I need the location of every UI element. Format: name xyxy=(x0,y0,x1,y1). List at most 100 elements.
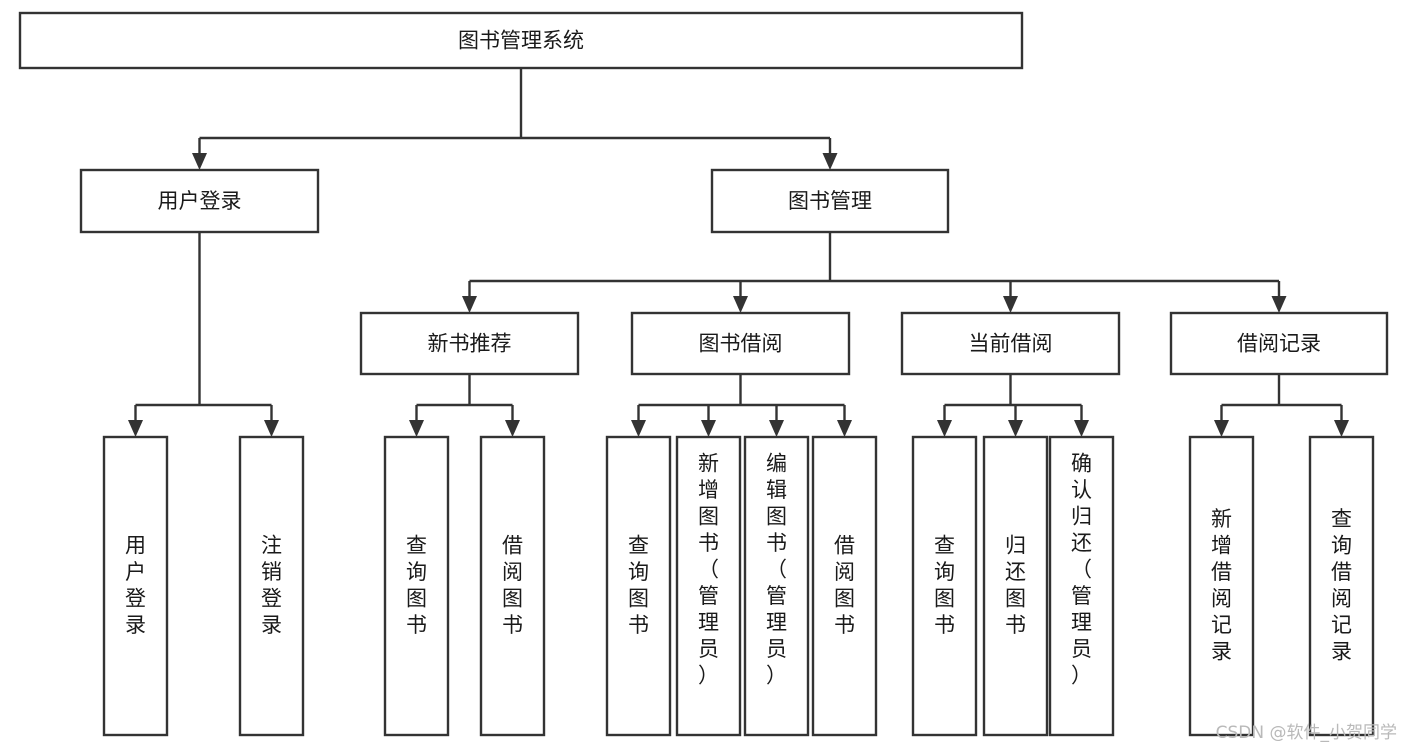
node-box-leaf-add-record xyxy=(1188,435,1255,737)
node-label-char: 认 xyxy=(1071,478,1092,502)
node-label-char: （ xyxy=(1071,557,1092,581)
node-label-current-borrow: 当前借阅 xyxy=(969,332,1053,356)
node-label-char: （ xyxy=(698,557,719,581)
node-box-leaf-query-book-new xyxy=(383,435,450,737)
node-box-user-login xyxy=(79,168,320,234)
node-label-char: 管 xyxy=(698,584,719,608)
node-book-borrow[interactable]: 图书借阅 xyxy=(630,311,851,376)
csdn-watermark: CSDN @软件_小贺同学 xyxy=(1215,723,1397,743)
arrow-head-icon xyxy=(505,420,520,437)
node-box-leaf-user-login xyxy=(102,435,169,737)
node-label-char: 查 xyxy=(934,533,955,557)
node-label-char: 查 xyxy=(628,533,649,557)
node-box-root xyxy=(18,11,1024,70)
node-label-char: 书 xyxy=(766,531,787,555)
node-borrow-record[interactable]: 借阅记录 xyxy=(1169,311,1389,376)
arrow-head-icon xyxy=(1008,420,1023,437)
node-label-char: 询 xyxy=(1331,533,1352,557)
node-label-char: 增 xyxy=(1211,533,1232,557)
node-box-leaf-query-book-current xyxy=(911,435,978,737)
node-layer: 图书管理系统用户登录图书管理新书推荐图书借阅当前借阅借阅记录用户登录注销登录查询… xyxy=(18,11,1389,737)
node-box-current-borrow xyxy=(900,311,1121,376)
node-box-leaf-user-logout xyxy=(238,435,305,737)
node-label-char: 图 xyxy=(502,586,523,610)
node-label-char: 增 xyxy=(698,478,719,502)
node-label-borrow-record: 借阅记录 xyxy=(1237,332,1321,356)
arrow-head-icon xyxy=(1074,420,1089,437)
node-box-book-manage xyxy=(710,168,950,234)
node-label-char: 登 xyxy=(261,586,282,610)
node-label-book-manage: 图书管理 xyxy=(788,189,872,213)
node-box-leaf-borrow-book-new xyxy=(479,435,546,737)
node-book-manage[interactable]: 图书管理 xyxy=(710,168,950,234)
node-label-char: 理 xyxy=(698,610,719,634)
node-label-char: 辑 xyxy=(766,478,787,502)
node-label-char: 询 xyxy=(628,560,649,584)
arrow-head-icon xyxy=(128,420,143,437)
node-box-leaf-edit-book xyxy=(743,435,810,737)
node-label-char: 借 xyxy=(834,533,855,557)
node-label-char: 阅 xyxy=(834,560,855,584)
arrow-head-icon xyxy=(822,153,838,170)
node-label-char: 询 xyxy=(934,560,955,584)
node-label-char: 员 xyxy=(698,637,719,661)
arrow-head-icon xyxy=(192,153,207,170)
node-label-char: 还 xyxy=(1005,560,1026,584)
node-box-new-book-rec xyxy=(359,311,580,376)
node-label-char: 借 xyxy=(1211,560,1232,584)
edge-layer xyxy=(128,68,1349,437)
node-box-leaf-query-book-borrow xyxy=(605,435,672,737)
arrow-head-icon xyxy=(701,420,716,437)
node-label-char: 记 xyxy=(1211,613,1232,637)
node-label-char: 阅 xyxy=(1211,586,1232,610)
node-label-char: 借 xyxy=(502,533,523,557)
edge-group-new-book-rec xyxy=(409,374,520,437)
node-label-char: 录 xyxy=(261,613,282,637)
arrow-head-icon xyxy=(1334,420,1349,437)
node-label-char: 查 xyxy=(406,533,427,557)
node-label-char: 登 xyxy=(125,586,146,610)
arrow-head-icon xyxy=(409,420,424,437)
node-label-char: 书 xyxy=(698,531,719,555)
node-label-char: 阅 xyxy=(502,560,523,584)
node-label-char: 图 xyxy=(766,504,787,528)
node-label-user-login: 用户登录 xyxy=(158,189,242,213)
node-box-leaf-query-record xyxy=(1308,435,1375,737)
node-label-char: 还 xyxy=(1071,531,1092,555)
node-label-char: 确 xyxy=(1071,451,1092,475)
node-leaf-user-login[interactable]: 用户登录 xyxy=(102,435,169,737)
node-label-char: 员 xyxy=(766,637,787,661)
node-current-borrow[interactable]: 当前借阅 xyxy=(900,311,1121,376)
node-user-login[interactable]: 用户登录 xyxy=(79,168,320,234)
node-label-char: 用 xyxy=(125,533,146,557)
arrow-head-icon xyxy=(1214,420,1229,437)
node-box-borrow-record xyxy=(1169,311,1389,376)
arrow-head-icon xyxy=(264,420,279,437)
node-label-char: （ xyxy=(766,557,787,581)
node-label-char: 书 xyxy=(834,613,855,637)
node-label-char: 书 xyxy=(628,613,649,637)
arrow-head-icon xyxy=(769,420,784,437)
arrow-head-icon xyxy=(1003,296,1018,313)
node-root[interactable]: 图书管理系统 xyxy=(18,11,1024,70)
edge-group-current-borrow xyxy=(937,374,1089,437)
node-new-book-rec[interactable]: 新书推荐 xyxy=(359,311,580,376)
node-label-char: 销 xyxy=(261,560,282,584)
node-label-char: ） xyxy=(1071,663,1092,687)
node-label-char: 图 xyxy=(406,586,427,610)
node-label-char: 阅 xyxy=(1331,586,1352,610)
